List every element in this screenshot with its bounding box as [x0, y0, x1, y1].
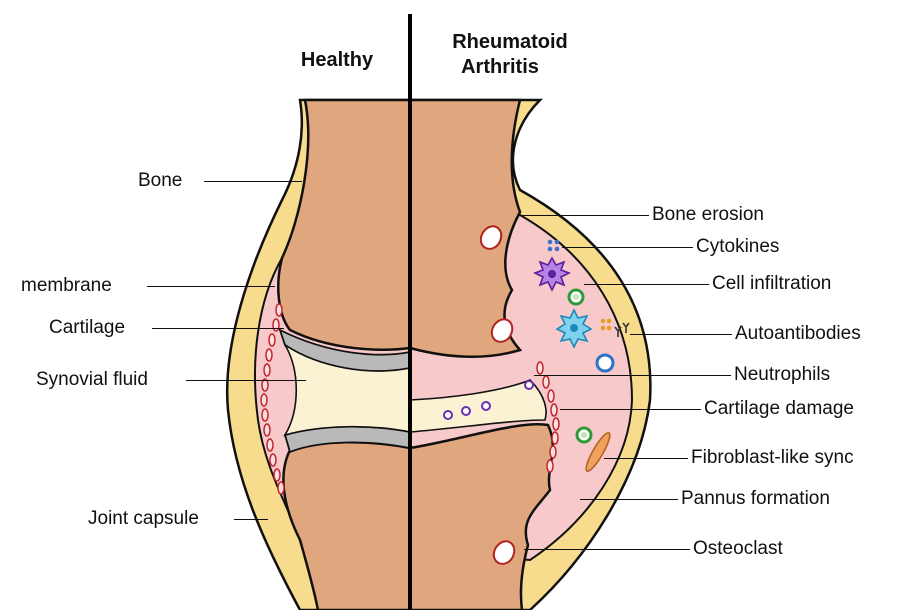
leader-osteoclast	[524, 549, 690, 550]
label-autoantibodies: Autoantibodies	[735, 323, 861, 345]
leader-joint-capsule	[234, 519, 268, 520]
upper-bone-shape	[278, 100, 410, 350]
label-bone: Bone	[138, 170, 182, 192]
leader-synovial-fluid	[186, 380, 306, 381]
leader-fibroblast	[604, 458, 688, 459]
label-joint-capsule: Joint capsule	[88, 508, 199, 530]
leader-neutrophils	[534, 375, 731, 376]
leader-bone-erosion	[518, 215, 649, 216]
label-synovial-fluid: Synovial fluid	[36, 369, 148, 391]
leader-autoantibodies	[630, 334, 732, 335]
leader-cartilage-damage	[560, 409, 701, 410]
healthy-title: Healthy	[282, 48, 392, 72]
label-pannus-formation: Pannus formation	[681, 488, 830, 510]
label-cell-infiltration: Cell infiltration	[712, 273, 831, 295]
leader-bone	[204, 181, 302, 182]
ra-title-line2: Arthritis	[420, 55, 580, 79]
leader-pannus-formation	[580, 499, 678, 500]
label-fibroblast: Fibroblast-like sync	[691, 447, 854, 469]
ra-title-line1: Rheumatoid	[420, 30, 600, 54]
label-cytokines: Cytokines	[696, 236, 779, 258]
label-neutrophils: Neutrophils	[734, 364, 830, 386]
label-membrane: membrane	[21, 275, 112, 297]
label-cartilage: Cartilage	[49, 317, 125, 339]
leader-membrane	[147, 286, 275, 287]
label-cartilage-damage: Cartilage damage	[704, 398, 854, 420]
label-bone-erosion: Bone erosion	[652, 204, 764, 226]
blue-ring-cell	[597, 355, 613, 371]
leader-cytokines	[562, 247, 693, 248]
leader-cartilage	[152, 328, 284, 329]
leader-cell-infiltration	[584, 284, 709, 285]
label-osteoclast: Osteoclast	[693, 538, 783, 560]
